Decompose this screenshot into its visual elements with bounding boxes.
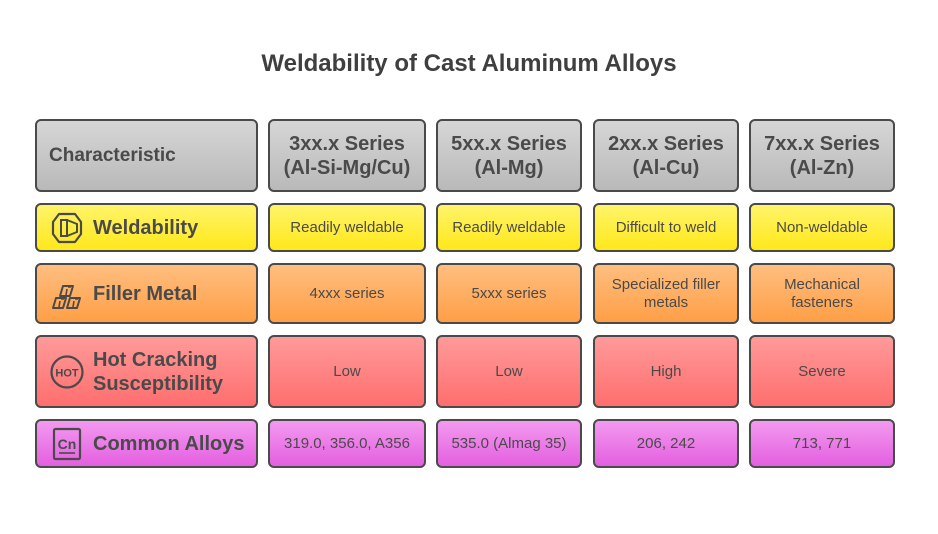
cell-weldability-2xx: Difficult to weld [593,203,739,252]
header-5xx: 5xx.x Series(Al-Mg) [436,119,582,192]
hot-icon: HOT [50,354,84,389]
header-2xx-line1: 2xx.x Series [608,132,724,155]
header-3xx-line2: (Al-Si-Mg/Cu) [283,156,411,179]
cell-hotcracking-7xx: Severe [749,335,895,408]
row-hotcracking-label-line2: Susceptibility [93,372,224,395]
header-2xx: 2xx.x Series(Al-Cu) [593,119,739,192]
svg-text:Cn: Cn [58,436,77,452]
element-icon: Cn [52,427,82,460]
cell-hotcracking-3xx: Low [268,335,426,408]
cell-filler-2xx-line1: Specialized filler [611,275,721,293]
cell-alloys-3xx: 319.0, 356.0, A356 [268,419,426,468]
row-alloys-label: Common Alloys [93,432,245,455]
svg-text:HOT: HOT [55,367,79,379]
cell-alloys-5xx: 535.0 (Almag 35) [436,419,582,468]
header-3xx-line1: 3xx.x Series [289,132,405,155]
cell-alloys-7xx: 713, 771 [749,419,895,468]
page-title: Weldability of Cast Aluminum Alloys [261,50,677,77]
cell-weldability-3xx: Readily weldable [268,203,426,252]
cell-alloys-2xx: 206, 242 [593,419,739,468]
cell-weldability-5xx: Readily weldable [436,203,582,252]
row-weldability-head: Weldability [35,203,258,252]
header-7xx: 7xx.x Series(Al-Zn) [749,119,895,192]
cell-filler-7xx-line1: Mechanical [784,275,860,293]
header-2xx-line2: (Al-Cu) [632,156,700,179]
cell-weldability-7xx: Non-weldable [749,203,895,252]
filler-icon [52,284,81,309]
cell-filler-7xx-line2: fasteners [791,293,853,311]
cell-filler-5xx: 5xxx series [436,263,582,324]
row-filler-head: Filler Metal [35,263,258,324]
weld-icon [51,212,83,243]
cell-filler-2xx-line2: metals [643,293,689,311]
header-3xx: 3xx.x Series(Al-Si-Mg/Cu) [268,119,426,192]
header-5xx-line2: (Al-Mg) [474,156,544,179]
row-hotcracking-label-line1: Hot Cracking [93,348,218,371]
cell-filler-3xx: 4xxx series [268,263,426,324]
row-filler-label: Filler Metal [93,282,198,305]
row-weldability-label: Weldability [93,216,199,239]
header-7xx-line2: (Al-Zn) [789,156,855,179]
header-5xx-line1: 5xx.x Series [451,132,567,155]
header-7xx-line1: 7xx.x Series [764,132,880,155]
cell-filler-3xx-text: 4xxx series [309,284,385,302]
cell-filler-5xx-text: 5xxx series [471,284,547,302]
header-characteristic-label: Characteristic [49,144,176,166]
row-alloys-head: Cn Common Alloys [35,419,258,468]
header-characteristic: Characteristic [35,119,258,192]
cell-hotcracking-2xx: High [593,335,739,408]
cell-hotcracking-5xx: Low [436,335,582,408]
